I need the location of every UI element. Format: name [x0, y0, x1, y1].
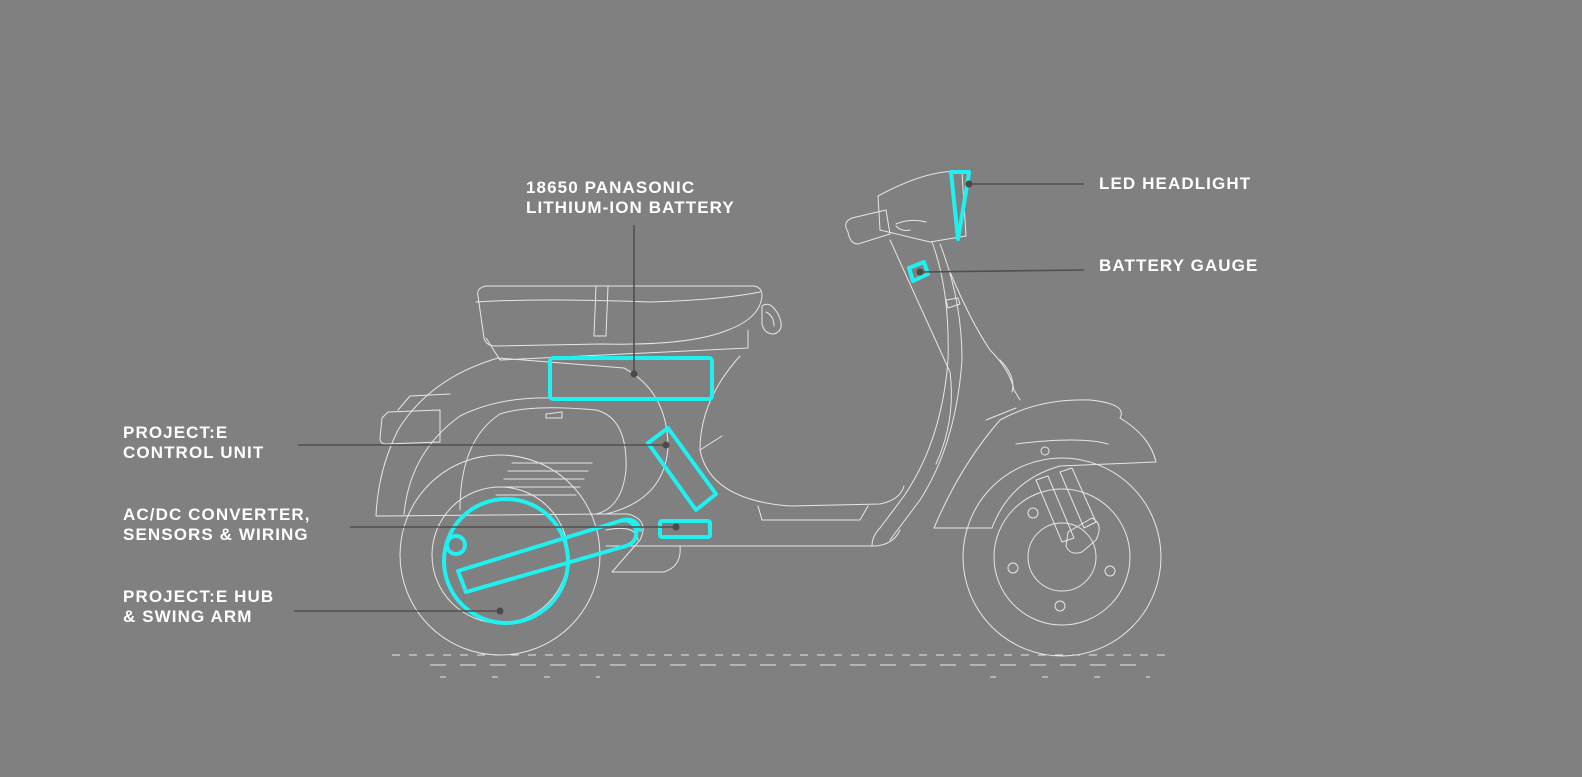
control-unit-label-line1: PROJECT:E: [123, 423, 229, 442]
gauge-label: BATTERY GAUGE: [1099, 256, 1258, 276]
hub-leader-dot: [496, 607, 504, 615]
headlight-leader-dot: [965, 180, 973, 188]
battery-label: 18650 PANASONIC LITHIUM-ION BATTERY: [526, 178, 735, 218]
hub-label: PROJECT:E HUB & SWING ARM: [123, 587, 274, 627]
battery-pack-highlight: [548, 356, 714, 401]
battery-leader-dot: [630, 370, 638, 378]
control-unit-label: PROJECT:E CONTROL UNIT: [123, 423, 264, 463]
highlighted-components: [442, 170, 971, 625]
hub-label-line2: & SWING ARM: [123, 607, 253, 626]
converter-label: AC/DC CONVERTER, SENSORS & WIRING: [123, 505, 311, 545]
ground-lines: [392, 654, 1170, 678]
headlight-label-line1: LED HEADLIGHT: [1099, 174, 1252, 193]
headlight-label: LED HEADLIGHT: [1099, 174, 1251, 194]
gauge-leader-dot: [916, 268, 924, 276]
converter-label-line2: SENSORS & WIRING: [123, 525, 309, 544]
led-headlight-highlight: [949, 170, 971, 241]
hub-swing-arm-highlight: [442, 497, 642, 625]
scooter-outline: [375, 171, 1162, 657]
battery-label-line2: LITHIUM-ION BATTERY: [526, 198, 735, 217]
control-leader-dot: [662, 441, 670, 449]
leader-lines: [294, 180, 1085, 615]
control-unit-label-line2: CONTROL UNIT: [123, 443, 265, 462]
converter-highlight: [658, 519, 712, 539]
hub-label-line1: PROJECT:E HUB: [123, 587, 275, 606]
battery-gauge-highlight: [907, 260, 930, 283]
control-unit-highlight: [646, 426, 718, 512]
converter-leader-dot: [672, 523, 680, 531]
converter-label-line1: AC/DC CONVERTER,: [123, 505, 311, 524]
battery-label-line1: 18650 PANASONIC: [526, 178, 696, 197]
gauge-label-line1: BATTERY GAUGE: [1099, 256, 1259, 275]
gauge-leader: [919, 269, 1085, 273]
